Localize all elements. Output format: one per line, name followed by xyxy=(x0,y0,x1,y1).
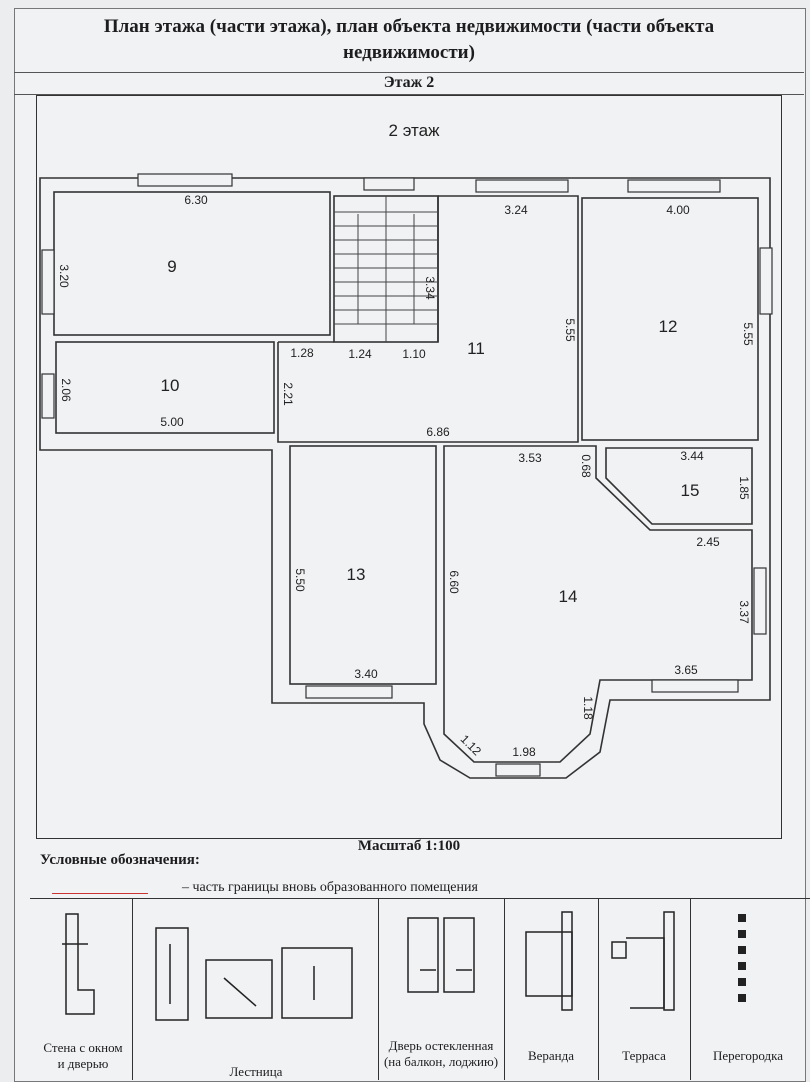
dim-340: 3.40 xyxy=(354,667,378,681)
dim-550: 5.50 xyxy=(293,568,307,592)
title-line-2: недвижимости) xyxy=(343,42,475,63)
legend-title: Условные обозначения: xyxy=(40,852,200,868)
dim-365: 3.65 xyxy=(674,663,698,677)
dim-198: 1.98 xyxy=(512,745,536,759)
plan-caption: 2 этаж xyxy=(389,121,441,140)
dim-334: 3.34 xyxy=(423,276,437,300)
dim-128: 1.28 xyxy=(290,346,314,360)
dim-500: 5.00 xyxy=(160,415,184,429)
legend-divider xyxy=(132,898,133,1080)
dim-344: 3.44 xyxy=(680,449,704,463)
title-line-1: План этажа (части этажа), план объекта н… xyxy=(103,16,715,37)
room-12-label: 12 xyxy=(659,317,678,336)
dim-660: 6.60 xyxy=(447,570,461,594)
room-11-label: 11 xyxy=(467,339,485,358)
dim-110: 1.10 xyxy=(402,347,426,361)
dim-324: 3.24 xyxy=(504,203,528,217)
room-13-label: 13 xyxy=(347,565,366,584)
dim-221: 2.21 xyxy=(281,382,295,406)
dim-124: 1.24 xyxy=(348,347,372,361)
room-10-label: 10 xyxy=(161,376,180,395)
dim-353: 3.53 xyxy=(518,451,542,465)
plan-frame xyxy=(36,95,782,839)
legend-divider xyxy=(504,898,505,1080)
legend-terrace-label: Терраса xyxy=(622,1048,666,1063)
legend-door-label: Дверь остекленная (на балкон, лоджию) xyxy=(383,1038,499,1069)
legend-stairs-label: Лестница xyxy=(229,1064,283,1079)
legend-divider xyxy=(598,898,599,1080)
title-divider xyxy=(14,72,804,73)
legend-veranda-label: Веранда xyxy=(527,1048,575,1063)
dim-630: 6.30 xyxy=(184,193,208,207)
legend-wall-label: Стена с окном и дверью xyxy=(43,1040,123,1071)
floor-divider xyxy=(14,94,804,95)
room-9-label: 9 xyxy=(167,257,176,276)
dim-400: 4.00 xyxy=(666,203,690,217)
dim-185: 1.85 xyxy=(737,476,751,500)
dim-320: 3.20 xyxy=(57,264,71,288)
legend-divider xyxy=(690,898,691,1080)
room-15-label: 15 xyxy=(681,481,700,500)
dim-555b: 5.55 xyxy=(741,322,755,346)
dim-555a: 5.55 xyxy=(563,318,577,342)
legend-partition-label: Перегородка xyxy=(712,1048,784,1063)
legend-divider xyxy=(378,898,379,1080)
scale-label: Масштаб 1:100 xyxy=(357,838,461,854)
legend-boundary-text: – часть границы вновь образованного поме… xyxy=(182,880,478,895)
dim-686: 6.86 xyxy=(426,425,450,439)
dim-118: 1.18 xyxy=(581,696,595,720)
floor-label: Этаж 2 xyxy=(383,74,435,91)
dim-206: 2.06 xyxy=(59,378,73,402)
new-boundary-sample xyxy=(52,893,148,894)
document-title: План этажа (части этажа), план объекта н… xyxy=(14,14,804,74)
legend-table xyxy=(30,898,810,1081)
dim-245: 2.45 xyxy=(696,535,720,549)
dim-068: 0.68 xyxy=(579,454,593,478)
dim-337: 3.37 xyxy=(737,600,751,624)
room-14-label: 14 xyxy=(559,587,578,606)
